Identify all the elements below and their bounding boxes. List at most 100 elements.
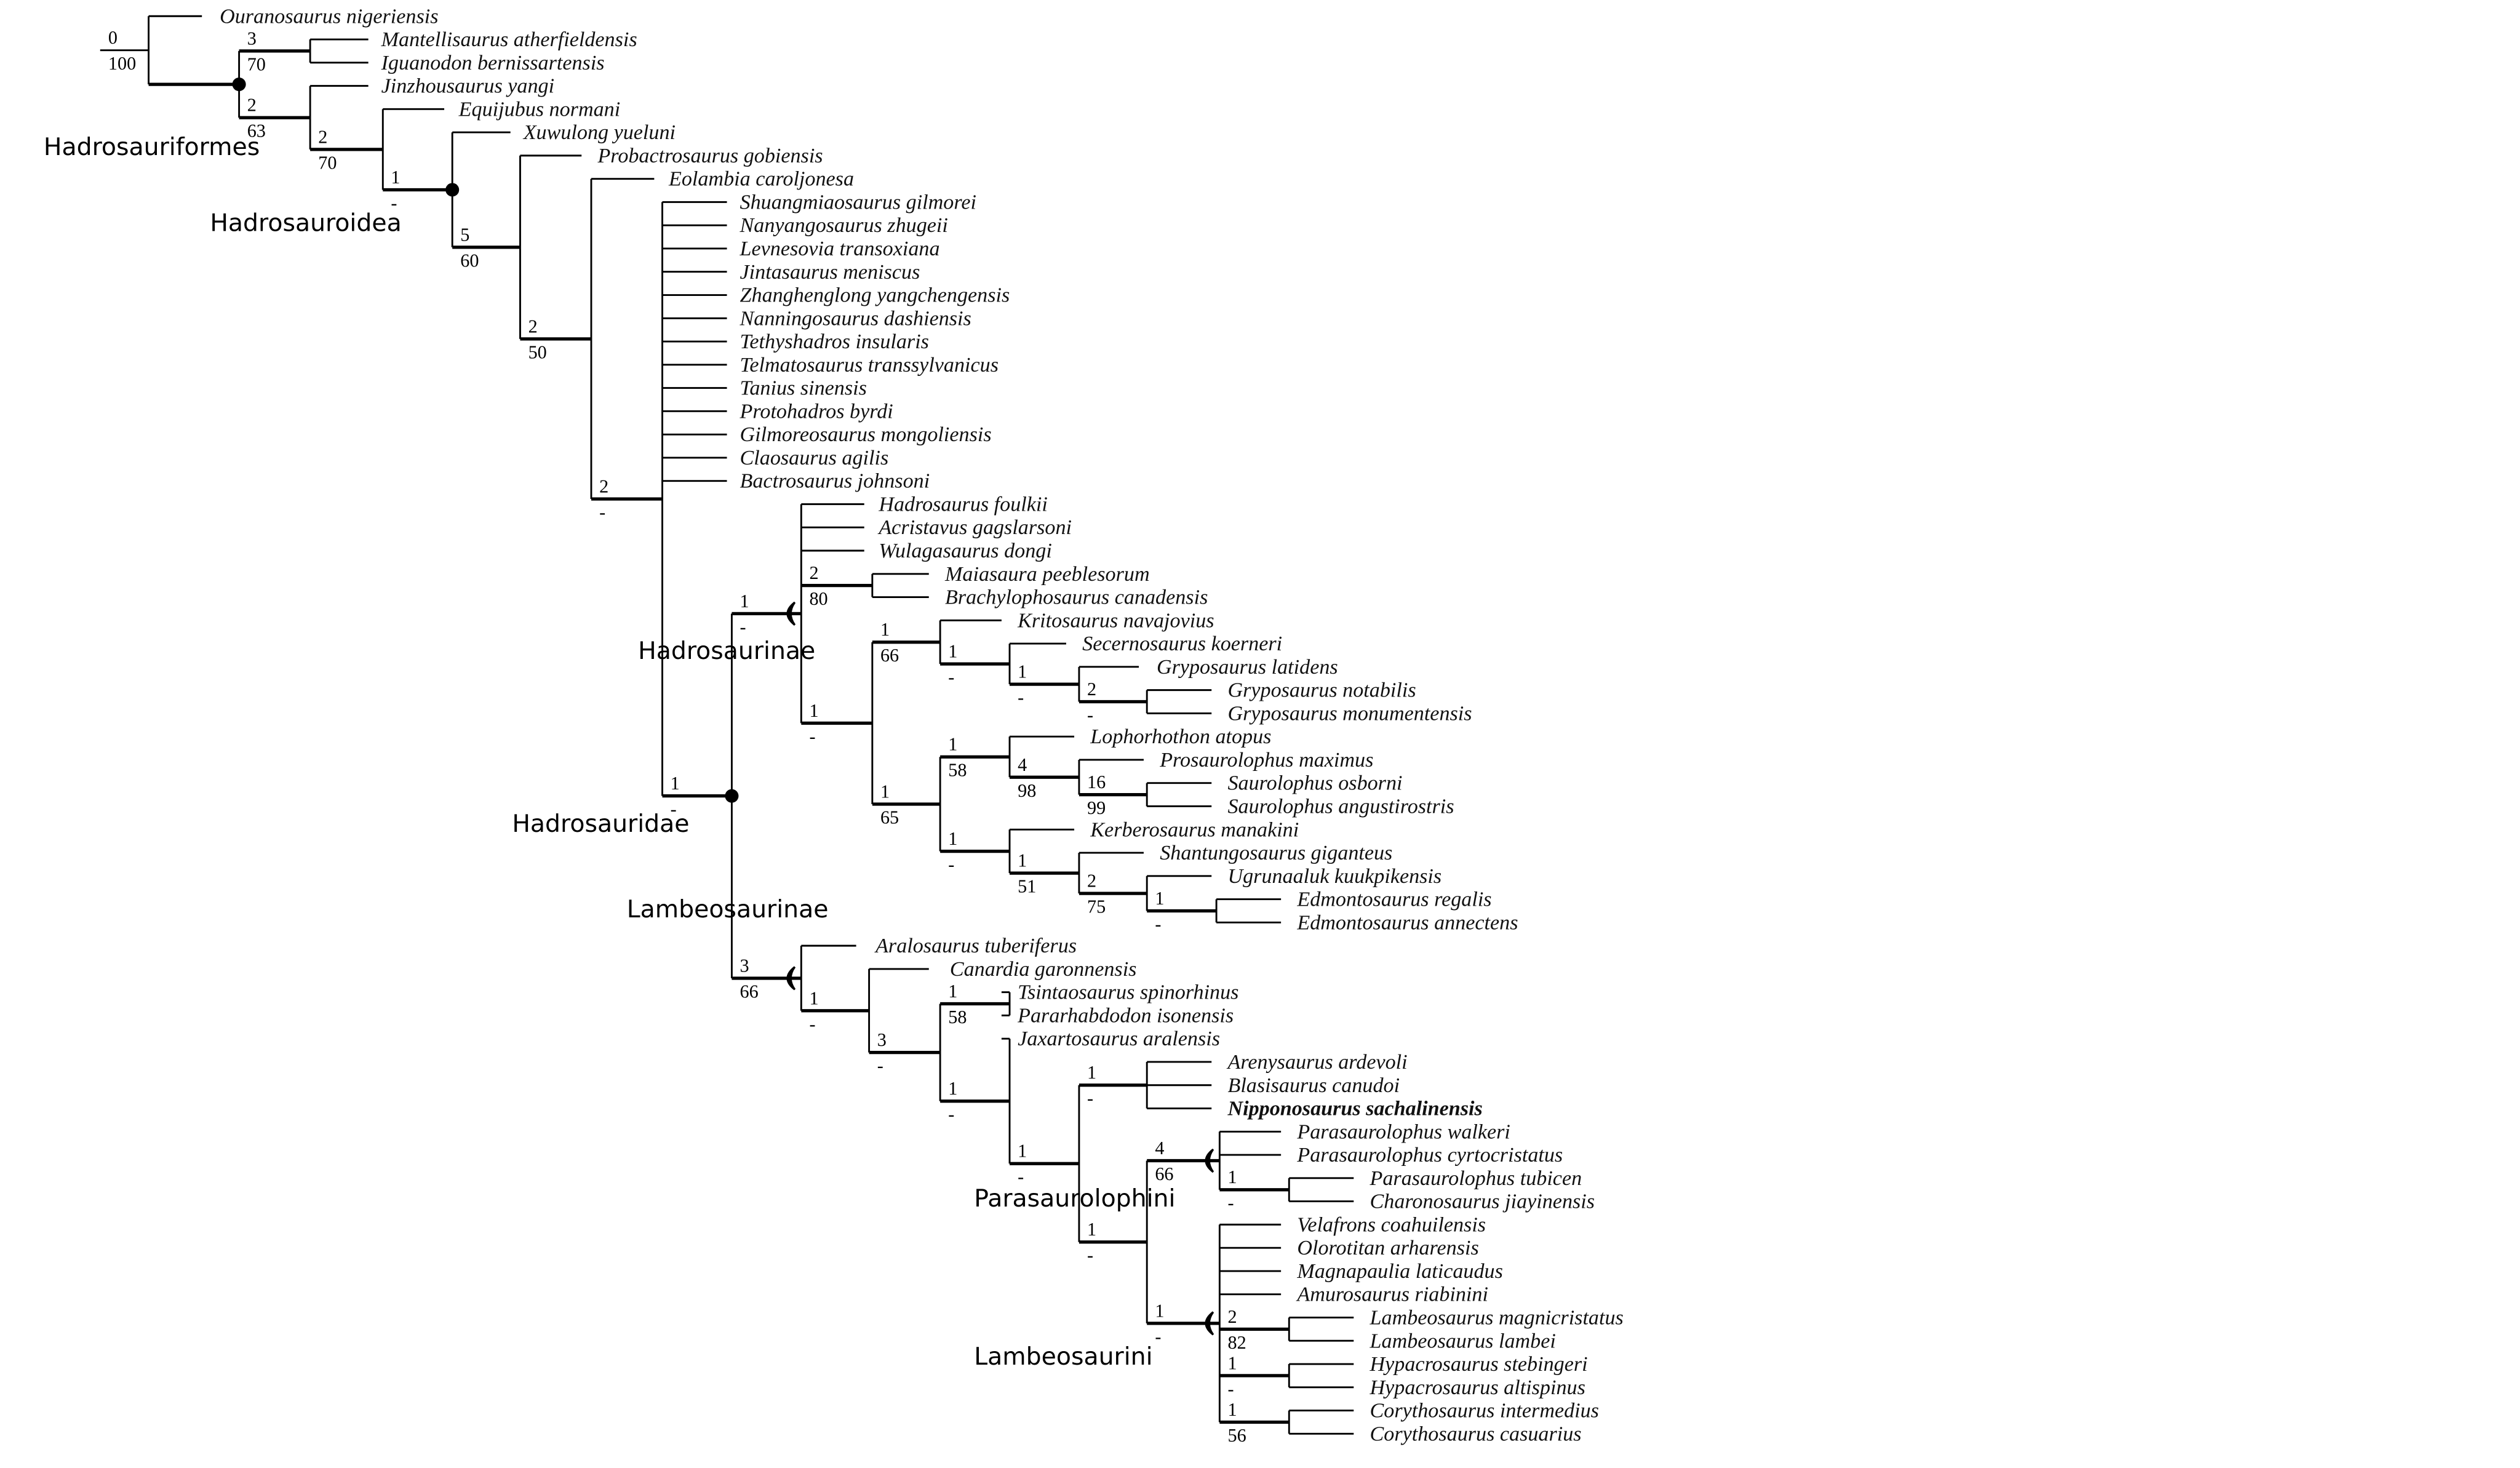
bremer-value: 4: [1155, 1138, 1164, 1159]
bremer-value: 1: [1155, 1300, 1164, 1321]
taxon-label: Brachylophosaurus canadensis: [945, 586, 1208, 609]
taxon-label: Levnesovia transoxiana: [740, 237, 940, 260]
bootstrap-value: -: [1155, 914, 1161, 935]
taxon-label: Eolambia caroljonesa: [668, 168, 854, 191]
taxon-label: Jintasaurus meniscus: [740, 261, 920, 284]
clade-label-hadrosauriformes: Hadrosauriformes: [44, 133, 260, 161]
bremer-value: 2: [1227, 1306, 1237, 1327]
node-dot-hadrosauriformes_top: [232, 78, 246, 92]
taxon-label: Prosaurolophus maximus: [1159, 749, 1373, 772]
bootstrap-value: 66: [740, 981, 759, 1002]
bremer-value: 1: [1087, 1062, 1096, 1083]
taxon-label: Parasaurolophus walkeri: [1296, 1120, 1510, 1143]
bootstrap-value: -: [948, 854, 954, 875]
taxon-label: Charonosaurus jiayinensis: [1370, 1191, 1595, 1213]
bremer-value: 1: [671, 773, 680, 794]
bremer-value: 1: [948, 1078, 957, 1099]
bremer-value: 2: [247, 95, 257, 116]
bremer-value: 1: [809, 700, 818, 721]
node-dot-n_xuwulong: [445, 183, 460, 197]
taxon-label: Edmontosaurus annectens: [1296, 911, 1518, 934]
bootstrap-value: 63: [247, 121, 266, 142]
taxon-label: Zhanghenglong yangchengensis: [740, 284, 1010, 307]
bootstrap-value: -: [1227, 1192, 1234, 1213]
clade-label-hadrosauroidea: Hadrosauroidea: [210, 209, 401, 237]
taxon-label: Gilmoreosaurus mongoliensis: [740, 423, 992, 446]
bremer-value: 0: [108, 27, 118, 48]
bremer-value: 2: [809, 562, 818, 583]
taxon-label: Pararhabdodon isonensis: [1017, 1004, 1234, 1027]
bootstrap-value: 80: [809, 588, 827, 609]
taxon-label: Aralosaurus tuberiferus: [874, 935, 1077, 957]
taxon-label: Kerberosaurus manakini: [1090, 818, 1299, 841]
taxon-label: Tethyshadros insularis: [740, 330, 929, 353]
taxon-label: Edmontosaurus regalis: [1296, 888, 1491, 911]
taxon-label: Olorotitan arharensis: [1297, 1237, 1478, 1259]
taxon-label: Parasaurolophus tubicen: [1370, 1167, 1582, 1190]
bootstrap-value: -: [740, 616, 746, 637]
bremer-value: 1: [948, 641, 957, 662]
taxon-label: Corythosaurus intermedius: [1370, 1400, 1599, 1422]
taxon-label: Iguanodon bernissartensis: [381, 52, 605, 74]
taxon-label: Xuwulong yueluni: [522, 121, 676, 144]
stem-arrow-icon-parasaurolophini: [1205, 1148, 1214, 1173]
bremer-value: 1: [740, 591, 749, 612]
bremer-value: 1: [1155, 888, 1164, 909]
bremer-value: 5: [460, 224, 469, 245]
bremer-value: 1: [880, 619, 890, 640]
bootstrap-value: -: [1087, 704, 1093, 725]
bootstrap-value: -: [599, 502, 605, 523]
taxon-label: Lambeosaurus lambei: [1370, 1330, 1556, 1352]
taxon-label: Telmatosaurus transsylvanicus: [740, 354, 999, 377]
bootstrap-value: -: [1087, 1245, 1093, 1266]
taxon-label: Kritosaurus navajovius: [1017, 609, 1214, 632]
bootstrap-value: 58: [948, 760, 967, 781]
bootstrap-value: 99: [1087, 797, 1106, 818]
taxon-label: Shuangmiaosaurus gilmorei: [740, 191, 976, 213]
bootstrap-value: 56: [1227, 1425, 1246, 1446]
bootstrap-value: -: [948, 667, 954, 688]
bootstrap-value: 51: [1018, 876, 1036, 897]
bootstrap-value: 98: [1018, 780, 1036, 801]
taxon-label: Ugrunaaluk kuukpikensis: [1227, 865, 1441, 888]
taxon-label: Saurolophus osborni: [1227, 772, 1402, 795]
bootstrap-value: -: [1087, 1088, 1093, 1109]
node-dot-hadrosauridae: [725, 789, 739, 803]
bootstrap-value: 70: [318, 152, 337, 173]
taxon-label: Magnapaulia laticaudus: [1296, 1260, 1503, 1283]
bremer-value: 4: [1018, 754, 1027, 775]
bootstrap-value: 75: [1087, 896, 1106, 917]
taxon-label: Blasisaurus canudoi: [1227, 1074, 1400, 1097]
stem-arrow-icon-hadrosaurinae: [786, 601, 796, 626]
clade-label-parasaurolophini: Parasaurolophini: [974, 1184, 1175, 1213]
bremer-value: 3: [740, 955, 749, 976]
taxon-label: Velafrons coahuilensis: [1297, 1213, 1486, 1236]
bremer-value: 1: [1018, 850, 1027, 871]
taxon-label: Tsintaosaurus spinorhinus: [1018, 981, 1238, 1004]
taxon-label: Nanningosaurus dashiensis: [740, 307, 971, 330]
node-markers: [232, 78, 1214, 1336]
bootstrap-value: 58: [948, 1007, 967, 1027]
stem-arrow-icon-lambeosaurini: [1205, 1311, 1214, 1336]
bremer-value: 1: [1227, 1167, 1237, 1187]
taxon-label: Mantellisaurus atherfieldensis: [381, 28, 637, 51]
bootstrap-value: -: [1155, 1326, 1161, 1347]
bremer-value: 1: [1018, 661, 1027, 682]
bremer-value: 1: [948, 981, 957, 1002]
taxon-label: Saurolophus angustirostris: [1227, 796, 1454, 818]
taxon-label: Tanius sinensis: [740, 377, 867, 400]
bremer-value: 1: [1227, 1352, 1237, 1373]
taxon-label: Hypacrosaurus altispinus: [1370, 1376, 1585, 1399]
branches: [100, 15, 1354, 1435]
bootstrap-value: 66: [880, 645, 899, 666]
bootstrap-value: 70: [247, 54, 266, 74]
bootstrap-value: 100: [108, 53, 136, 74]
bootstrap-value: -: [391, 193, 397, 213]
taxon-label: Bactrosaurus johnsoni: [740, 470, 930, 493]
bootstrap-value: -: [671, 799, 677, 820]
taxon-label: Gryposaurus latidens: [1157, 656, 1338, 679]
taxon-label: Claosaurus agilis: [740, 447, 889, 469]
clade-label-lambeosaurini: Lambeosaurini: [974, 1342, 1152, 1371]
